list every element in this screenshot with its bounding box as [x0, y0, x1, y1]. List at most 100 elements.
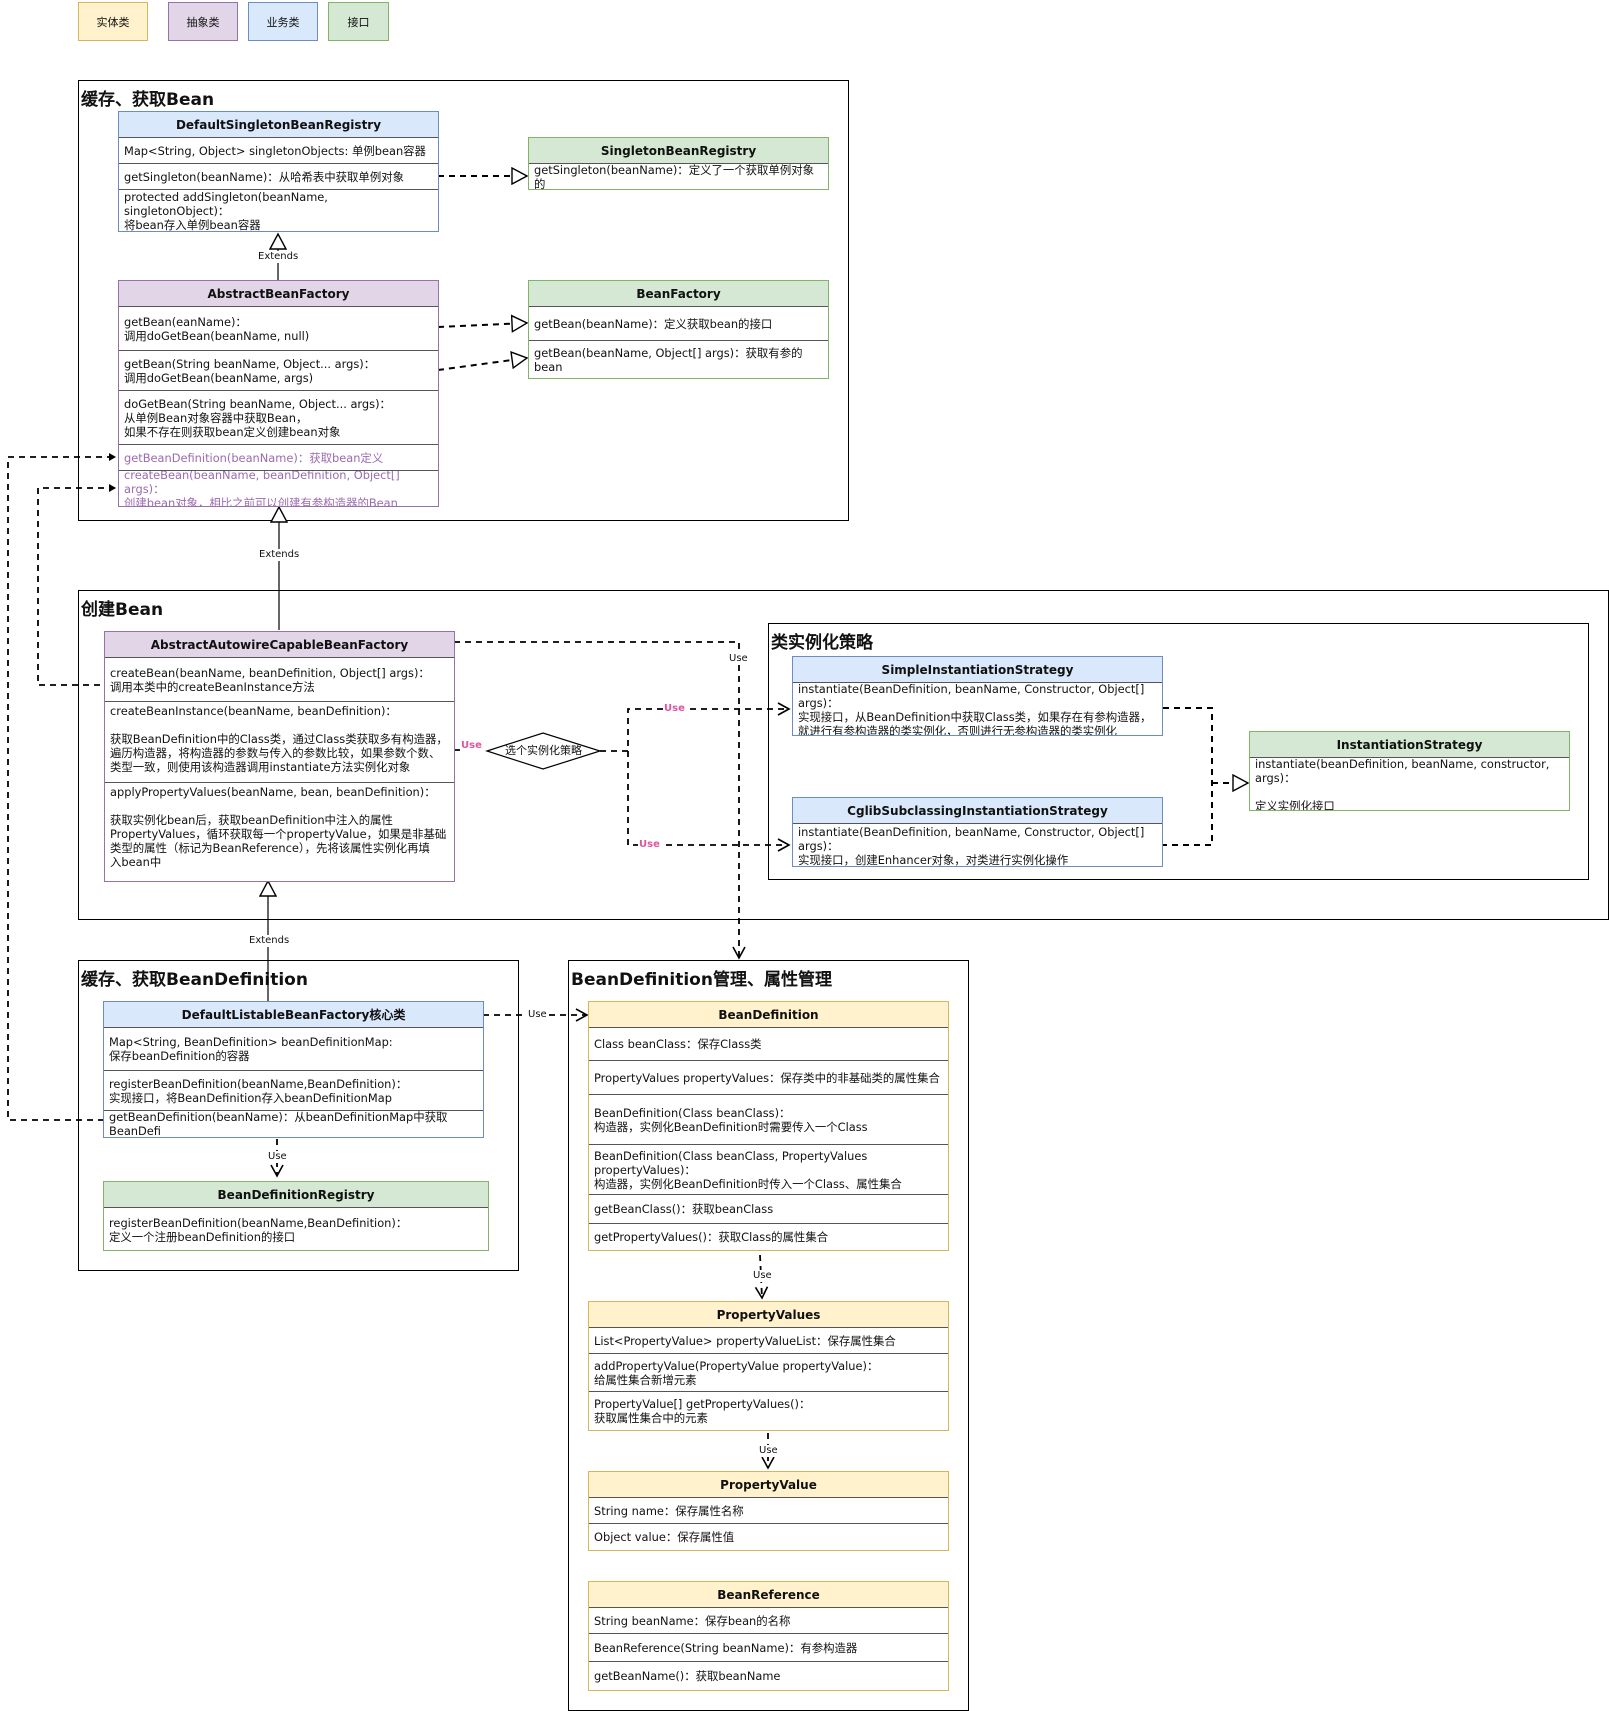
- row-text: BeanDefinition(Class beanClass, Property…: [594, 1148, 902, 1191]
- row-text: getSingleton(beanName)：定义了一个获取单例对象的: [534, 164, 814, 190]
- class-singleton-bean-registry[interactable]: SingletonBeanRegistry getSingleton(beanN…: [528, 137, 829, 190]
- class-row: Class beanClass：保存Class类: [589, 1028, 948, 1061]
- class-row: PropertyValues propertyValues：保存类中的非基础类的…: [589, 1061, 948, 1095]
- extends-label: Extends: [258, 549, 301, 561]
- class-row: registerBeanDefinition(beanName,BeanDefi…: [104, 1071, 483, 1111]
- class-row: instantiate(BeanDefinition, beanName, Co…: [793, 683, 1162, 736]
- class-cglib-subclassing-instantiation-strategy[interactable]: CglibSubclassingInstantiationStrategy in…: [792, 797, 1163, 867]
- class-row: getSingleton(beanName)：定义了一个获取单例对象的: [529, 164, 828, 190]
- row-text: getBean(beanName)：定义获取bean的接口: [534, 316, 773, 331]
- row-text: applyPropertyValues(beanName, bean, bean…: [110, 785, 447, 869]
- extends-label: Extends: [248, 935, 291, 947]
- class-name: PropertyValue: [589, 1472, 948, 1498]
- row-text: BeanDefinition(Class beanClass)： 构造器，实例化…: [594, 1105, 868, 1134]
- class-property-value[interactable]: PropertyValue String name：保存属性名称 Object …: [588, 1471, 949, 1551]
- row-text: registerBeanDefinition(beanName,BeanDefi…: [109, 1215, 408, 1244]
- class-row: BeanDefinition(Class beanClass, Property…: [589, 1145, 948, 1195]
- group-title: 缓存、获取Bean: [81, 90, 215, 110]
- group-title: 创建Bean: [81, 600, 164, 620]
- class-row: getBeanDefinition(beanName)：获取bean定义: [119, 445, 438, 471]
- group-title: BeanDefinition管理、属性管理: [571, 970, 832, 990]
- class-bean-factory[interactable]: BeanFactory getBean(beanName)：定义获取bean的接…: [528, 280, 829, 379]
- decision-label: 选个实例化策略: [505, 744, 582, 757]
- row-text: getPropertyValues()：获取Class的属性集合: [594, 1230, 829, 1244]
- use-label: Use: [758, 1445, 779, 1457]
- row-text: createBean(beanName, beanDefinition, Obj…: [124, 471, 400, 507]
- class-abstract-autowire-capable-bean-factory[interactable]: AbstractAutowireCapableBeanFactory creat…: [104, 631, 455, 882]
- class-row: BeanDefinition(Class beanClass)： 构造器，实例化…: [589, 1095, 948, 1145]
- group-title: 类实例化策略: [771, 633, 873, 653]
- row-text: BeanReference(String beanName)：有参构造器: [594, 1640, 858, 1655]
- class-row: registerBeanDefinition(beanName,BeanDefi…: [104, 1208, 488, 1250]
- class-row: getBean(eanName)： 调用doGetBean(beanName, …: [119, 307, 438, 351]
- row-text: protected addSingleton(beanName, singlet…: [124, 190, 328, 231]
- row-text: String beanName：保存bean的名称: [594, 1613, 791, 1628]
- class-row: getBean(beanName, Object[] args)：获取有参的be…: [529, 341, 828, 378]
- class-name: SingletonBeanRegistry: [529, 138, 828, 164]
- row-text: instantiate(BeanDefinition, beanName, Co…: [798, 824, 1145, 867]
- class-row: String name：保存属性名称: [589, 1498, 948, 1524]
- row-text: doGetBean(String beanName, Object... arg…: [124, 396, 391, 439]
- row-text: registerBeanDefinition(beanName,BeanDefi…: [109, 1076, 408, 1105]
- class-default-singleton-bean-registry[interactable]: DefaultSingletonBeanRegistry Map<String,…: [118, 111, 439, 232]
- row-text: getBeanClass()：获取beanClass: [594, 1202, 774, 1216]
- class-property-values[interactable]: PropertyValues List<PropertyValue> prope…: [588, 1301, 949, 1431]
- row-text: Map<String, BeanDefinition> beanDefiniti…: [109, 1035, 393, 1063]
- row-text: createBean(beanName, beanDefinition, Obj…: [110, 665, 430, 694]
- class-bean-definition-registry[interactable]: BeanDefinitionRegistry registerBeanDefin…: [103, 1181, 489, 1251]
- group-cache-bean-definition: 缓存、获取BeanDefinition: [78, 960, 519, 1271]
- use-label: Use: [460, 740, 483, 752]
- use-label: Use: [267, 1151, 288, 1163]
- row-text: Object value：保存属性值: [594, 1530, 735, 1544]
- class-row: createBeanInstance(beanName, beanDefinit…: [105, 702, 454, 783]
- group-instantiation-strategy: 类实例化策略: [768, 623, 1589, 880]
- use-label: Use: [728, 653, 749, 665]
- class-instantiation-strategy[interactable]: InstantiationStrategy instantiate(beanDe…: [1249, 731, 1570, 811]
- class-default-listable-bean-factory[interactable]: DefaultListableBeanFactory核心类 Map<String…: [103, 1001, 484, 1138]
- class-simple-instantiation-strategy[interactable]: SimpleInstantiationStrategy instantiate(…: [792, 656, 1163, 736]
- class-name: InstantiationStrategy: [1250, 732, 1569, 758]
- class-abstract-bean-factory[interactable]: AbstractBeanFactory getBean(eanName)： 调用…: [118, 280, 439, 507]
- class-name: BeanReference: [589, 1582, 948, 1608]
- class-name: SimpleInstantiationStrategy: [793, 657, 1162, 683]
- class-row: applyPropertyValues(beanName, bean, bean…: [105, 783, 454, 881]
- use-label: Use: [638, 839, 661, 851]
- class-row: getSingleton(beanName)：从哈希表中获取单例对象: [119, 164, 438, 190]
- class-name: AbstractAutowireCapableBeanFactory: [105, 632, 454, 658]
- class-row: createBean(beanName, beanDefinition, Obj…: [119, 471, 438, 507]
- class-row: PropertyValue[] getPropertyValues()： 获取属…: [589, 1392, 948, 1430]
- legend-interface: 接口: [328, 2, 389, 41]
- class-row: protected addSingleton(beanName, singlet…: [119, 190, 438, 231]
- row-text: Map<String, Object> singletonObjects: 单例…: [124, 143, 426, 158]
- class-name: DefaultListableBeanFactory核心类: [104, 1002, 483, 1028]
- class-row: getBeanClass()：获取beanClass: [589, 1195, 948, 1224]
- row-text: getBean(beanName, Object[] args)：获取有参的be…: [534, 346, 803, 374]
- class-name: CglibSubclassingInstantiationStrategy: [793, 798, 1162, 824]
- class-row: doGetBean(String beanName, Object... arg…: [119, 391, 438, 445]
- class-name: BeanDefinitionRegistry: [104, 1182, 488, 1208]
- row-text: getBeanDefinition(beanName)：获取bean定义: [124, 450, 384, 465]
- class-row: instantiate(BeanDefinition, beanName, Co…: [793, 824, 1162, 867]
- class-row: List<PropertyValue> propertyValueList：保存…: [589, 1328, 948, 1354]
- class-name: AbstractBeanFactory: [119, 281, 438, 307]
- extends-label: Extends: [257, 251, 300, 263]
- row-text: getBean(eanName)： 调用doGetBean(beanName, …: [124, 314, 310, 343]
- class-row: getBean(beanName)：定义获取bean的接口: [529, 307, 828, 341]
- use-label: Use: [527, 1009, 548, 1021]
- row-text: PropertyValue[] getPropertyValues()： 获取属…: [594, 1397, 811, 1425]
- row-text: List<PropertyValue> propertyValueList：保存…: [594, 1333, 896, 1348]
- class-bean-definition[interactable]: BeanDefinition Class beanClass：保存Class类 …: [588, 1001, 949, 1251]
- legend-entity: 实体类: [78, 2, 148, 41]
- class-bean-reference[interactable]: BeanReference String beanName：保存bean的名称 …: [588, 1581, 949, 1691]
- row-text: instantiate(BeanDefinition, beanName, Co…: [798, 683, 1152, 736]
- class-name: BeanDefinition: [589, 1002, 948, 1028]
- class-row: getBean(String beanName, Object... args)…: [119, 351, 438, 391]
- class-row: Map<String, BeanDefinition> beanDefiniti…: [104, 1028, 483, 1071]
- class-name: PropertyValues: [589, 1302, 948, 1328]
- class-name: BeanFactory: [529, 281, 828, 307]
- row-text: createBeanInstance(beanName, beanDefinit…: [110, 704, 448, 774]
- class-row: Map<String, Object> singletonObjects: 单例…: [119, 138, 438, 164]
- row-text: addPropertyValue(PropertyValue propertyV…: [594, 1358, 879, 1387]
- row-text: getBeanName()：获取beanName: [594, 1669, 781, 1683]
- class-row: String beanName：保存bean的名称: [589, 1608, 948, 1634]
